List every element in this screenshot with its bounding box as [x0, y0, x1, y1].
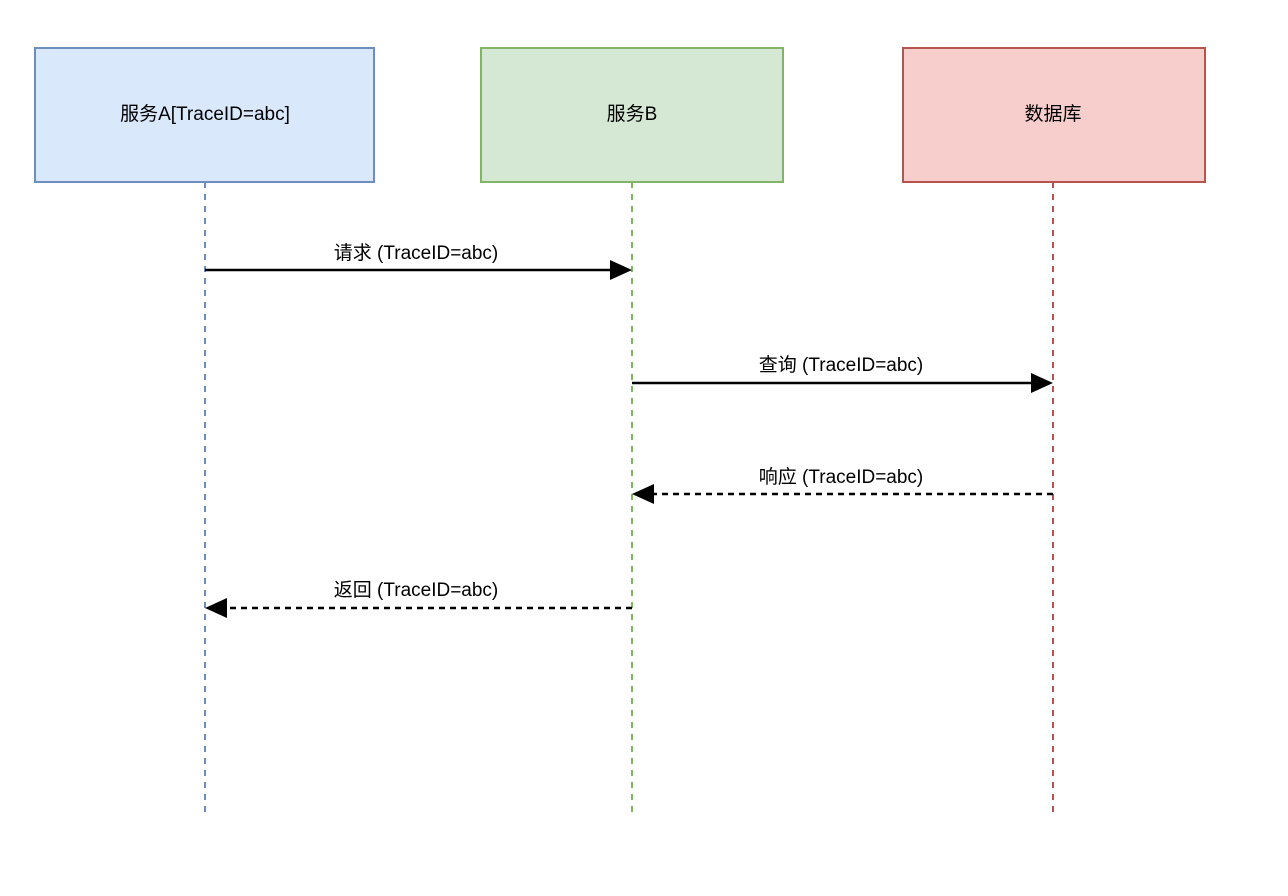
message-return[interactable]: 返回 (TraceID=abc) [205, 579, 632, 618]
participant-label-service-b: 服务B [607, 103, 658, 125]
message-label-request: 请求 (TraceID=abc) [334, 242, 499, 264]
participant-database[interactable]: 数据库 [902, 47, 1206, 183]
arrow-head-icon-response [632, 484, 654, 504]
message-response[interactable]: 响应 (TraceID=abc) [632, 466, 1053, 504]
participants-group: 服务A[TraceID=abc] 服务B 数据库 [34, 47, 1206, 183]
arrow-head-icon-request [610, 260, 632, 280]
message-label-return: 返回 (TraceID=abc) [334, 579, 499, 601]
lifelines-group [204, 182, 1054, 818]
participant-box-database[interactable] [902, 47, 1206, 183]
participant-box-service-b[interactable] [480, 47, 784, 183]
message-request[interactable]: 请求 (TraceID=abc) [205, 242, 632, 280]
participant-box-service-a[interactable] [34, 47, 375, 183]
messages-group: 请求 (TraceID=abc) 查询 (TraceID=abc) 响应 (Tr… [205, 242, 1053, 618]
participant-label-service-a: 服务A[TraceID=abc] [120, 103, 290, 125]
participant-service-b[interactable]: 服务B [480, 47, 784, 183]
participant-service-a[interactable]: 服务A[TraceID=abc] [34, 47, 375, 183]
message-label-response: 响应 (TraceID=abc) [759, 466, 924, 488]
message-label-query: 查询 (TraceID=abc) [759, 354, 924, 376]
arrow-head-icon-return [205, 598, 227, 618]
message-query[interactable]: 查询 (TraceID=abc) [632, 354, 1053, 393]
participant-label-database: 数据库 [1024, 103, 1081, 125]
arrow-head-icon-query [1031, 373, 1053, 393]
